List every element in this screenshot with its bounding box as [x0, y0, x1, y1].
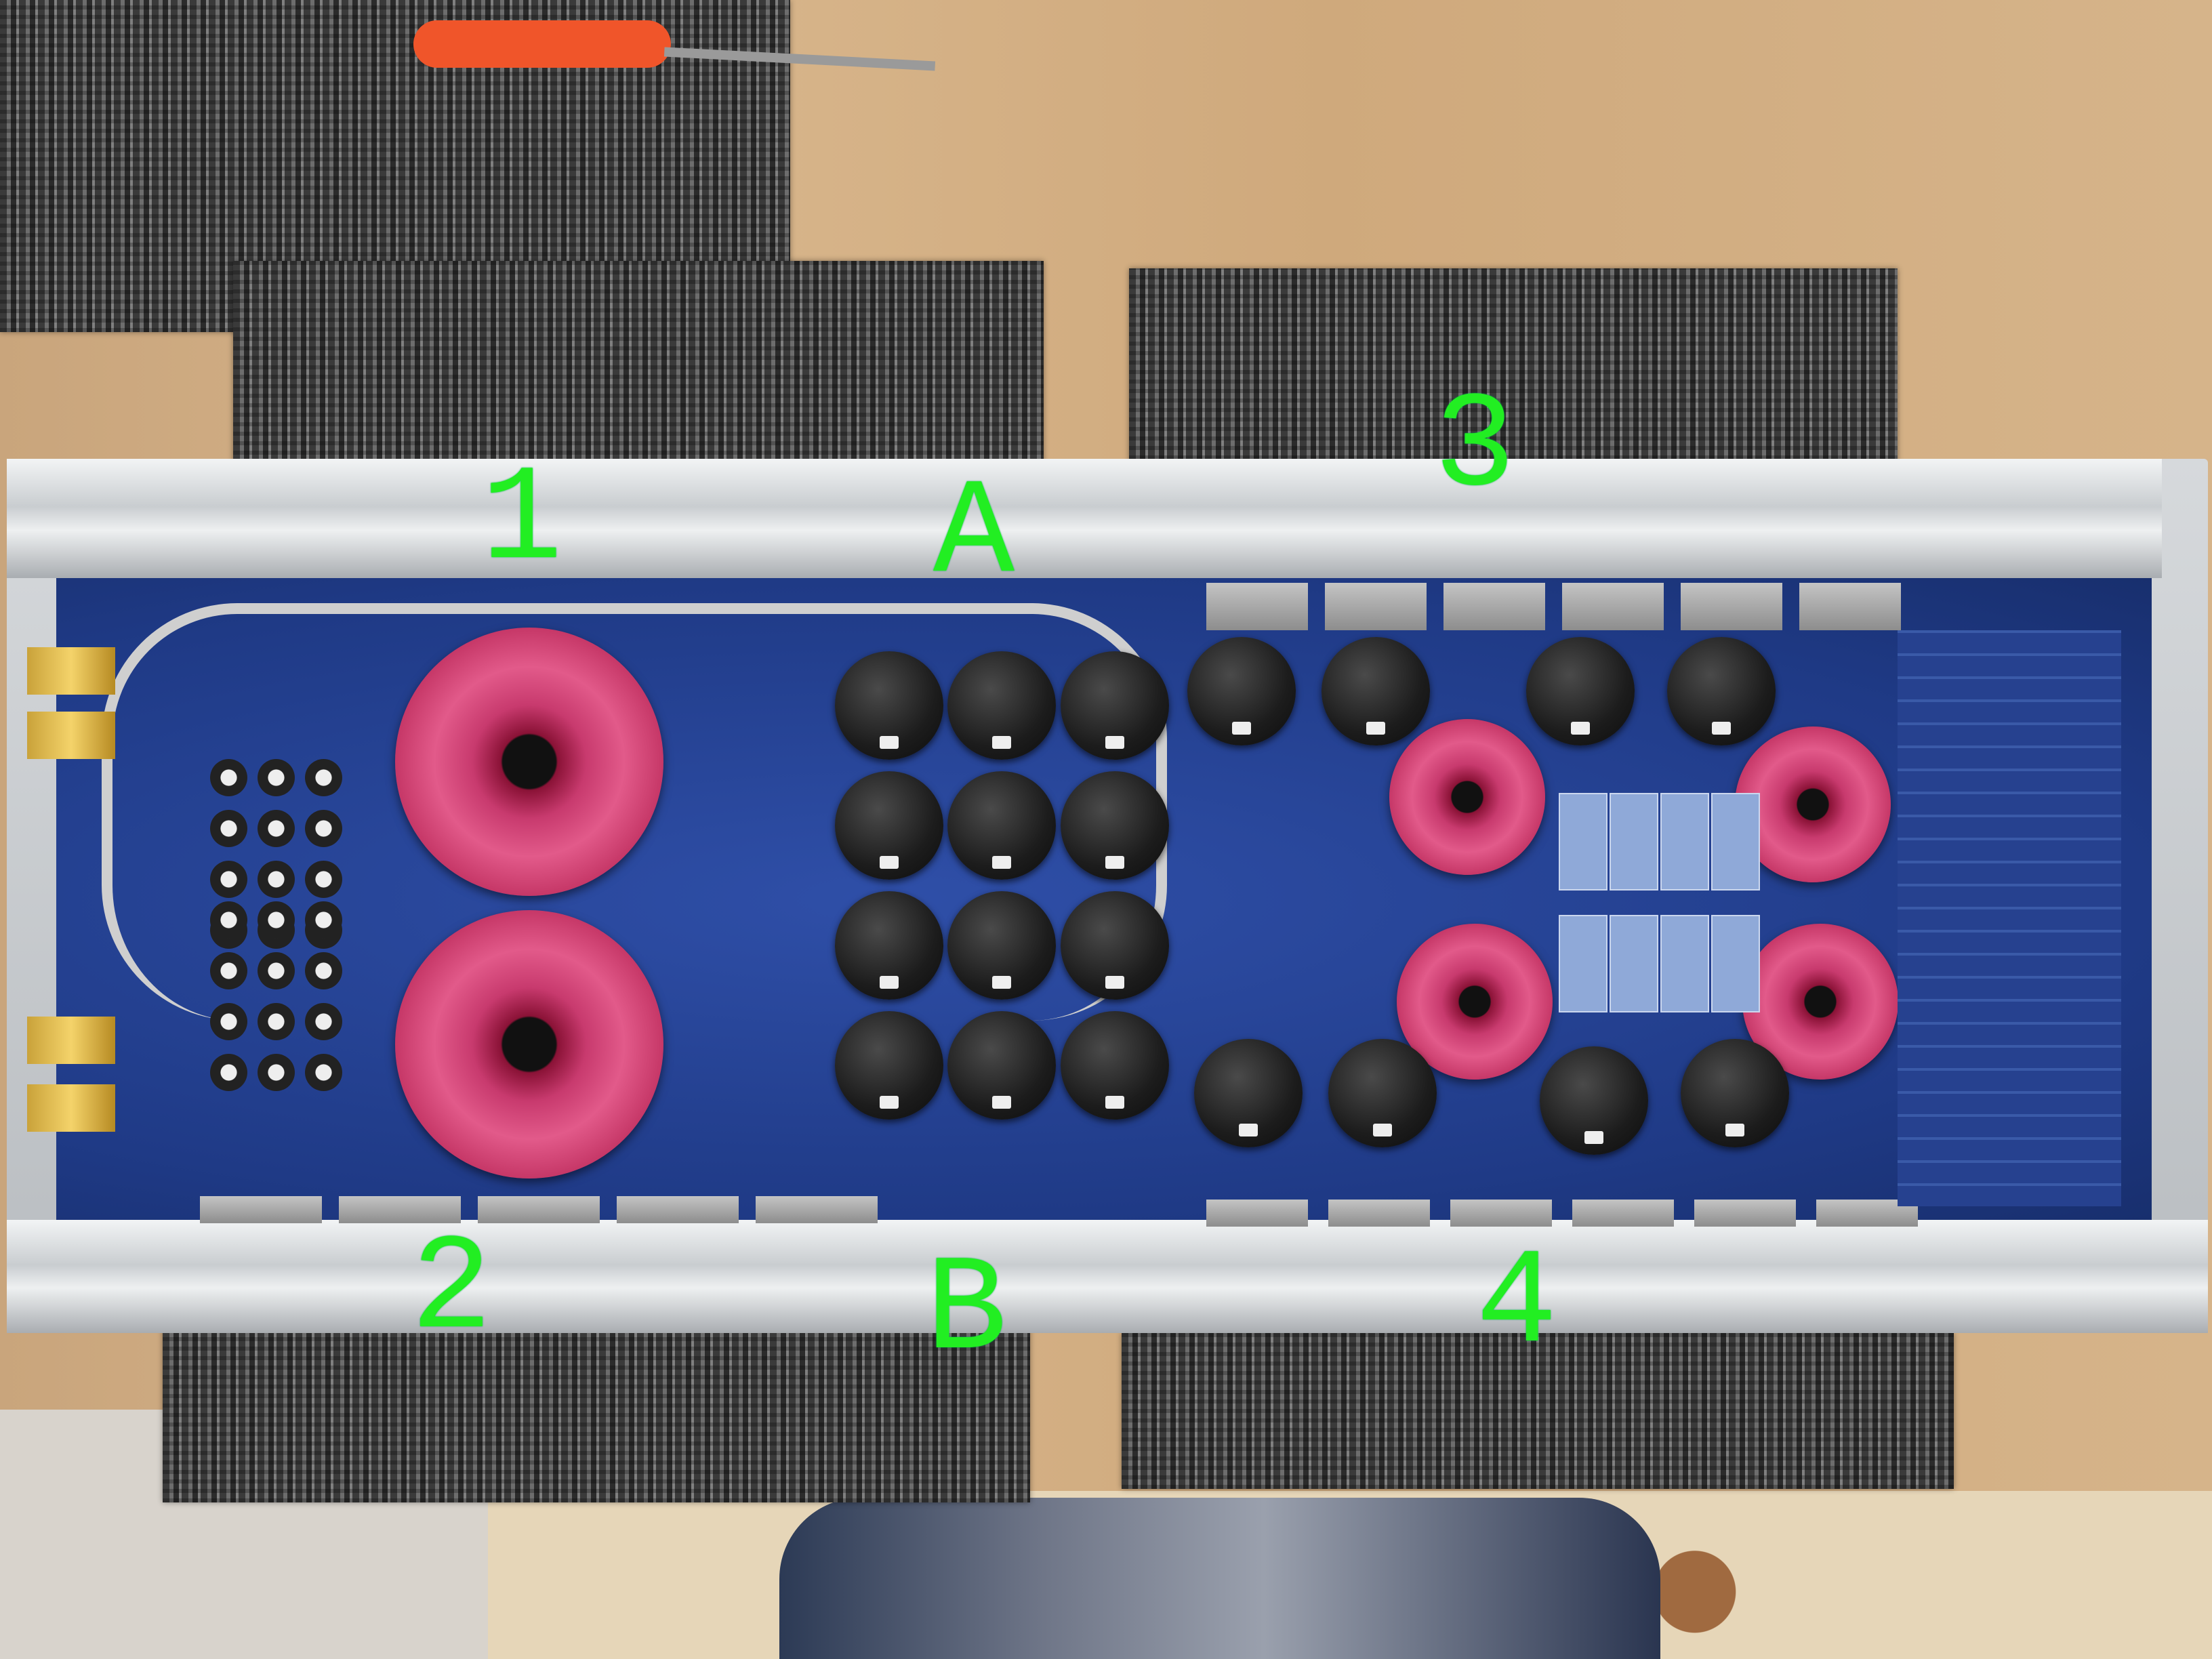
toroid-inductor — [395, 910, 663, 1179]
small-capacitor — [305, 952, 342, 989]
toroid-inductor — [1389, 719, 1545, 875]
small-capacitor — [210, 861, 247, 898]
power-terminal — [27, 712, 115, 759]
small-capacitor — [258, 861, 295, 898]
output-transistor — [1681, 583, 1782, 630]
filter-capacitor — [1061, 891, 1169, 1000]
label-channel-2: 2 — [410, 1214, 493, 1368]
output-transistor — [1450, 1200, 1552, 1227]
small-capacitor — [210, 1003, 247, 1040]
small-capacitor — [210, 810, 247, 847]
filter-capacitor — [835, 651, 943, 760]
small-capacitor — [258, 759, 295, 796]
placemat — [233, 261, 1044, 464]
filter-capacitor — [1667, 637, 1776, 745]
output-transistor — [478, 1196, 600, 1223]
film-capacitor — [1559, 793, 1607, 890]
output-transistor — [1572, 1200, 1674, 1227]
placemat — [163, 1326, 1030, 1502]
output-transistor — [1799, 583, 1901, 630]
small-capacitor — [305, 1003, 342, 1040]
filter-capacitor — [835, 1011, 943, 1120]
output-transistor — [756, 1196, 878, 1223]
filter-capacitor — [1681, 1039, 1789, 1147]
top-rail — [7, 459, 2162, 578]
small-capacitor — [258, 901, 295, 939]
film-capacitor — [1660, 915, 1709, 1012]
output-transistor — [1325, 583, 1427, 630]
small-capacitor — [258, 810, 295, 847]
output-transistor — [1206, 1200, 1308, 1227]
small-capacitor — [258, 952, 295, 989]
output-transistor — [1328, 1200, 1430, 1227]
output-transistor — [339, 1196, 461, 1223]
small-capacitor — [258, 1054, 295, 1091]
filter-capacitor — [947, 891, 1056, 1000]
filter-capacitor — [1526, 637, 1635, 745]
output-transistor — [1562, 583, 1664, 630]
filter-capacitor — [947, 1011, 1056, 1120]
filter-capacitor — [1061, 771, 1169, 880]
output-transistor — [200, 1196, 322, 1223]
filter-capacitor — [1187, 637, 1296, 745]
filter-capacitor — [835, 771, 943, 880]
small-capacitor — [210, 759, 247, 796]
person-legs — [779, 1498, 1660, 1659]
film-capacitor — [1660, 793, 1709, 890]
placemat — [1129, 268, 1898, 478]
toroid-inductor — [395, 628, 663, 896]
label-channel-1: 1 — [480, 445, 563, 598]
power-terminal — [27, 1084, 115, 1132]
signal-board — [1898, 630, 2121, 1206]
filter-capacitor — [947, 771, 1056, 880]
small-capacitor — [210, 1054, 247, 1091]
output-transistor — [1694, 1200, 1796, 1227]
placemat — [1122, 1333, 1954, 1489]
film-capacitor — [1610, 915, 1658, 1012]
small-capacitor — [305, 810, 342, 847]
bottom-rail — [7, 1220, 2208, 1333]
film-capacitor — [1559, 915, 1607, 1012]
filter-capacitor — [1194, 1039, 1303, 1147]
output-transistor — [617, 1196, 739, 1223]
small-capacitor — [305, 1054, 342, 1091]
label-channel-3: 3 — [1433, 371, 1516, 525]
output-transistor — [1443, 583, 1545, 630]
small-capacitor — [305, 901, 342, 939]
power-terminal — [27, 647, 115, 695]
screwdriver — [413, 20, 671, 68]
filter-capacitor — [1061, 1011, 1169, 1120]
filter-capacitor — [1322, 637, 1430, 745]
filter-capacitor — [1328, 1039, 1437, 1147]
film-capacitor — [1610, 793, 1658, 890]
small-capacitor — [305, 861, 342, 898]
filter-capacitor — [1540, 1046, 1648, 1155]
film-capacitor — [1711, 915, 1760, 1012]
label-channel-4: 4 — [1475, 1228, 1558, 1382]
output-transistor — [1206, 583, 1308, 630]
filter-capacitor — [947, 651, 1056, 760]
toroid-inductor — [1397, 924, 1553, 1080]
small-capacitor — [210, 952, 247, 989]
film-capacitor — [1711, 793, 1760, 890]
small-capacitor — [258, 1003, 295, 1040]
filter-capacitor — [1061, 651, 1169, 760]
label-section-a: A — [933, 458, 1015, 612]
power-terminal — [27, 1017, 115, 1064]
label-section-b: B — [925, 1235, 1008, 1389]
filter-capacitor — [835, 891, 943, 1000]
small-capacitor — [305, 759, 342, 796]
toroid-inductor — [1735, 726, 1891, 882]
small-capacitor — [210, 901, 247, 939]
